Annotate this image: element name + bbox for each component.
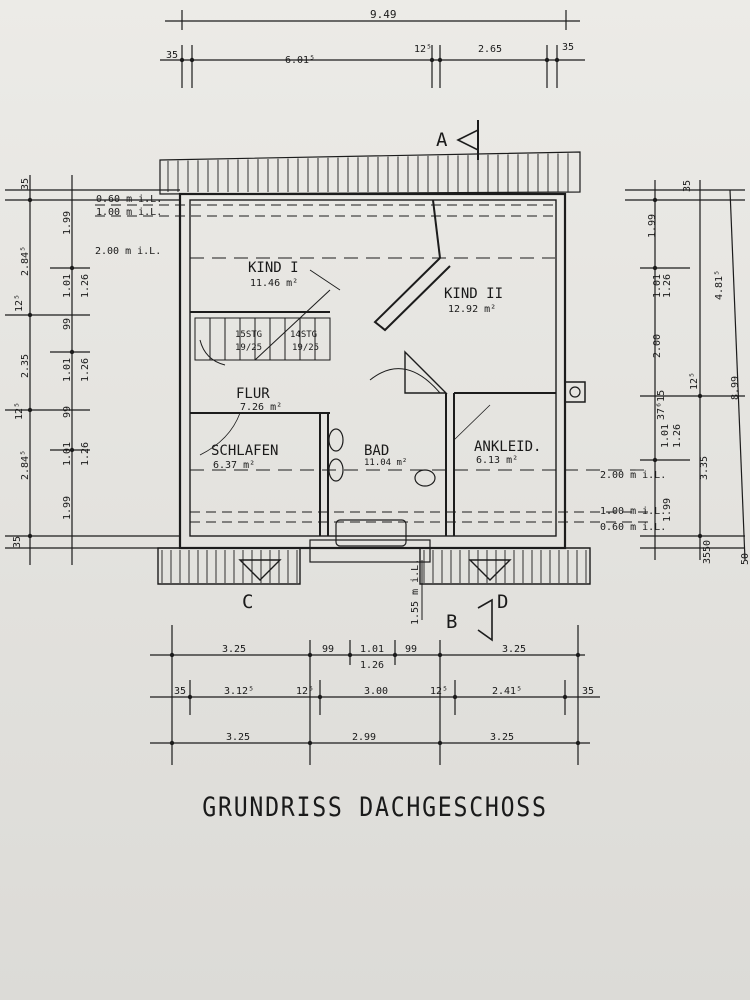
- dim-bottom1-4: 99: [405, 644, 417, 655]
- roof-eave-bottom-right: [419, 547, 591, 585]
- dim-right-inner2-2: 37⁶15: [656, 390, 667, 420]
- dim-bottom2-4: 3.00: [364, 686, 388, 697]
- dim-right-4: 3.35: [699, 456, 710, 480]
- dim-right-inner-4: 1.01: [660, 424, 671, 448]
- room-schlafen-name: SCHLAFEN: [211, 443, 278, 459]
- dim-right-1: 35: [682, 180, 693, 192]
- height-060-right: 0.60 m i.L.: [600, 522, 666, 533]
- dim-top-2: 6.01⁵: [285, 55, 315, 66]
- dim-bottom2-3: 12⁵: [296, 686, 314, 697]
- section-a-label: A: [436, 129, 448, 151]
- outer-wall: [178, 192, 567, 550]
- roof-eave-bottom-left: [157, 547, 301, 585]
- height-060-left: 0.60 m i.L.: [96, 194, 162, 205]
- dim-right-inner-1: 1.99: [647, 214, 658, 238]
- dim-right-5: 50: [702, 540, 713, 552]
- height-155: 1.55 m i.L.: [410, 559, 421, 625]
- chimney: [564, 381, 586, 403]
- room-kind2-name: KIND II: [444, 286, 503, 302]
- dim-right-inner2-1: 1.26: [662, 274, 673, 298]
- stair-right-ratio: 19/25: [292, 343, 319, 353]
- section-d-label: D: [497, 591, 508, 613]
- dim-right-3: 12⁵: [689, 372, 700, 390]
- dim-left-inner2-1: 1.26: [80, 274, 91, 298]
- dim-top-4: 2.65: [478, 44, 502, 55]
- dim-left-3: 12⁵: [14, 294, 25, 312]
- dim-right-inner2-3: 1.26: [672, 424, 683, 448]
- dim-bottom1-1: 3.25: [222, 644, 246, 655]
- roof-eave-top: [159, 151, 581, 195]
- dim-left-4: 2.35: [20, 354, 31, 378]
- dim-left-inner-6: 1.01: [62, 442, 73, 466]
- dim-bottom1-2: 99: [322, 644, 334, 655]
- dim-left-1: 35: [20, 178, 31, 190]
- dim-bottom2-5: 12⁵: [430, 686, 448, 697]
- dim-top-total: 9.49: [370, 8, 397, 21]
- dim-right-inner-3: 2.00: [652, 334, 663, 358]
- dim-bottom2-7: 35: [582, 686, 594, 697]
- dim-bottom1-3: 1.01: [360, 644, 384, 655]
- dim-left-inner2-3: 1.26: [80, 442, 91, 466]
- rafter-hatch: [167, 153, 569, 192]
- dim-left-inner-2: 1.01: [62, 274, 73, 298]
- room-bad-area: 11.04 m²: [364, 458, 407, 468]
- dim-top-3: 12⁵: [414, 44, 432, 55]
- room-kind2-area: 12.92 m²: [448, 304, 496, 315]
- stair-left-count: 15STG: [235, 330, 262, 340]
- height-200-left: 2.00 m i.L.: [95, 246, 161, 257]
- dim-right-2: 4.81⁵: [714, 270, 725, 300]
- diagonal-wall: [373, 257, 451, 332]
- dim-bottom3-1: 3.25: [226, 732, 250, 743]
- dim-bottom2-6: 2.41⁵: [492, 686, 522, 697]
- room-bad-name: BAD: [364, 443, 389, 459]
- dim-left-5: 12⁵: [14, 402, 25, 420]
- section-c-label: C: [242, 591, 253, 613]
- dim-left-7: 35: [12, 536, 23, 548]
- dim-left-inner2-2: 1.26: [80, 358, 91, 382]
- dim-left-inner-3: 99: [62, 318, 73, 330]
- stair-left-ratio: 19/25: [235, 343, 262, 353]
- dim-bottom1-5: 3.25: [502, 644, 526, 655]
- height-200-right: 2.00 m i.L.: [600, 470, 666, 481]
- toilet: [414, 469, 436, 487]
- bathtub: [335, 519, 407, 547]
- section-b-label: B: [446, 611, 457, 633]
- dim-left-inner-5: 99: [62, 406, 73, 418]
- dim-bottom3-3: 3.25: [490, 732, 514, 743]
- dim-right-inner-5: 1.99: [662, 498, 673, 522]
- room-kind1-area: 11.46 m²: [250, 278, 298, 289]
- dim-left-2: 2.84⁵: [20, 246, 31, 276]
- dim-left-inner-7: 1.99: [62, 496, 73, 520]
- dim-bottom3-2: 2.99: [352, 732, 376, 743]
- room-ankleid-name: ANKLEID.: [474, 439, 541, 455]
- dim-right-edge: 50: [740, 553, 750, 565]
- dim-top-1: 35: [166, 50, 178, 61]
- room-kind1-name: KIND I: [248, 260, 299, 276]
- dim-right-6: 35: [702, 552, 713, 564]
- dim-top-5: 35: [562, 42, 574, 53]
- room-flur-name: FLUR: [236, 386, 270, 402]
- dim-bottom1-sub: 1.26: [360, 660, 384, 671]
- height-100-left: 1.00 m i.L.: [96, 207, 162, 218]
- dim-left-inner-4: 1.01: [62, 358, 73, 382]
- dim-bottom2-1: 35: [174, 686, 186, 697]
- sink-2: [328, 458, 344, 482]
- sink-1: [328, 428, 344, 452]
- dim-right-inner-2: 1.01: [652, 274, 663, 298]
- room-schlafen-area: 6.37 m²: [213, 460, 255, 471]
- dim-right-total: 8.99: [730, 376, 741, 400]
- height-100-right: 1.00 m i.L.: [600, 506, 666, 517]
- stair-right-count: 14STG: [290, 330, 317, 340]
- dim-bottom2-2: 3.12⁵: [224, 686, 254, 697]
- room-ankleid-area: 6.13 m²: [476, 455, 518, 466]
- dim-left-6: 2.84⁵: [20, 450, 31, 480]
- dim-left-inner-1: 1.99: [62, 211, 73, 235]
- page-title: GRUNDRISS DACHGESCHOSS: [202, 792, 548, 823]
- room-flur-area: 7.26 m²: [240, 402, 282, 413]
- staircase: [194, 289, 331, 366]
